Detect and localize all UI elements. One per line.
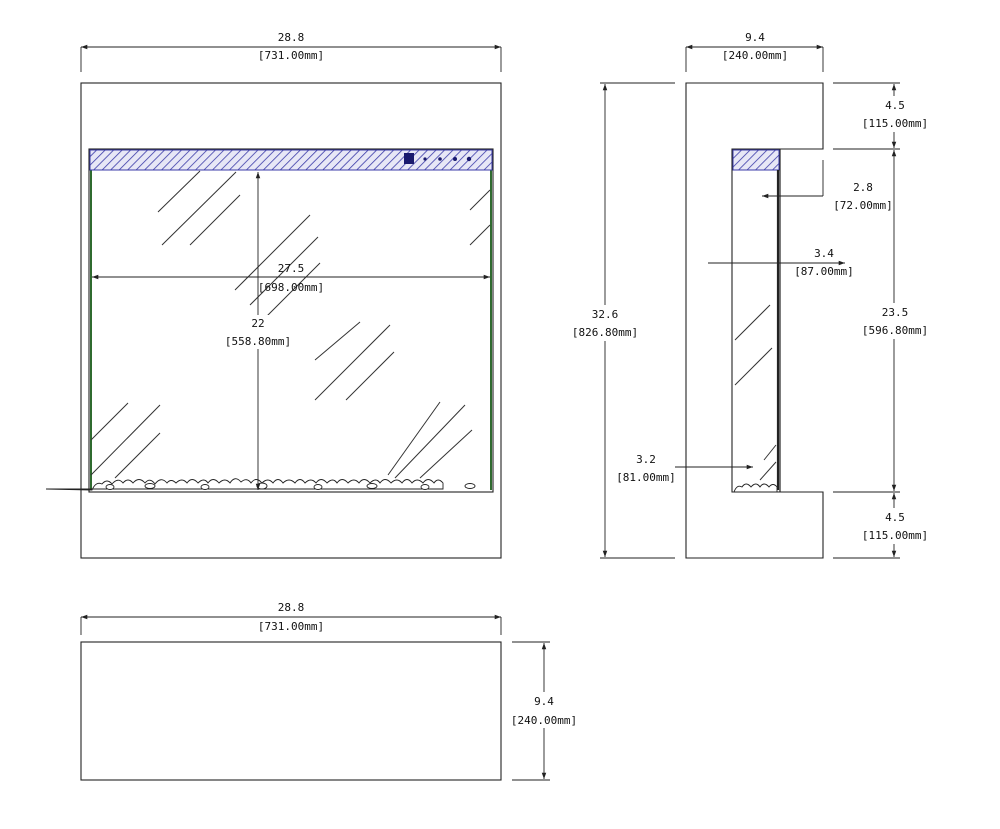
recess-b-dimension: 3.4 [87.00mm] <box>708 247 854 278</box>
recess-c-mm-label: [81.00mm] <box>616 471 676 484</box>
front-width-dimension: 28.8 [731.00mm] <box>80 31 502 72</box>
recess-a-in-label: 2.8 <box>853 181 873 194</box>
control-dot-icon <box>466 156 472 162</box>
recess-c-dimension: 3.2 [81.00mm] <box>616 453 753 484</box>
control-dot-icon <box>423 157 427 161</box>
recess-b-in-label: 3.4 <box>814 247 834 260</box>
front-opening <box>88 148 494 493</box>
bottom-band-in-label: 4.5 <box>885 511 905 524</box>
top-band-mm-label: [115.00mm] <box>862 117 928 130</box>
inner-height-mm-label: [558.80mm] <box>225 335 291 348</box>
top-depth-in-label: 9.4 <box>534 695 554 708</box>
bottom-band-mm-label: [115.00mm] <box>862 529 928 542</box>
top-view-outline <box>80 641 502 781</box>
control-panel-strip <box>89 149 493 171</box>
control-dot-icon <box>438 157 442 161</box>
side-height-in-label: 32.6 <box>592 308 619 321</box>
inner-width-in-label: 27.5 <box>278 262 305 275</box>
inner-width-mm-label: [698.00mm] <box>258 281 324 294</box>
side-height-dimension: 32.6 [826.80mm] <box>572 82 675 559</box>
recess-c-in-label: 3.2 <box>636 453 656 466</box>
front-width-mm-label: [731.00mm] <box>258 49 324 62</box>
top-width-mm-label: [731.00mm] <box>258 620 324 633</box>
top-width-in-label: 28.8 <box>278 601 305 614</box>
front-inner-width-dimension: 27.5 [698.00mm] <box>92 262 490 294</box>
recess-a-dimension: 2.8 [72.00mm] <box>762 160 893 212</box>
side-depth-in-label: 9.4 <box>745 31 765 44</box>
recess-a-mm-label: [72.00mm] <box>833 199 893 212</box>
top-band-in-label: 4.5 <box>885 99 905 112</box>
front-width-in-label: 28.8 <box>278 31 305 44</box>
side-control-strip <box>732 149 780 171</box>
side-pebble-bed <box>733 483 778 493</box>
side-height-mm-label: [826.80mm] <box>572 326 638 339</box>
front-view: 28.8 [731.00mm] <box>45 31 502 559</box>
opening-height-in-label: 23.5 <box>882 306 909 319</box>
power-button-icon <box>404 153 414 164</box>
side-recess <box>731 148 781 493</box>
recess-b-mm-label: [87.00mm] <box>794 265 854 278</box>
front-outer-frame <box>80 82 502 559</box>
opening-height-mm-label: [596.80mm] <box>862 324 928 337</box>
top-width-dimension: 28.8 [731.00mm] <box>80 601 502 635</box>
pebble-bed <box>45 478 476 491</box>
side-right-dimensions: 4.5 [115.00mm] 23.5 [596.80mm] 4.5 [115.… <box>833 82 928 559</box>
side-depth-dimension: 9.4 [240.00mm] <box>685 31 824 72</box>
inner-height-in-label: 22 <box>251 317 264 330</box>
glass-reflection-lines <box>90 170 491 479</box>
side-depth-mm-label: [240.00mm] <box>722 49 788 62</box>
side-glass-reflection-lines <box>734 304 777 481</box>
control-dot-icon <box>453 157 457 161</box>
top-view: 28.8 [731.00mm] 9.4 [240.00mm] <box>80 601 578 781</box>
front-inner-height-dimension: 22 [558.80mm] <box>225 172 291 490</box>
top-depth-dimension: 9.4 [240.00mm] <box>511 641 578 781</box>
side-view: 9.4 [240.00mm] 32.6 [826.80mm] <box>572 31 928 559</box>
top-depth-mm-label: [240.00mm] <box>511 714 577 727</box>
